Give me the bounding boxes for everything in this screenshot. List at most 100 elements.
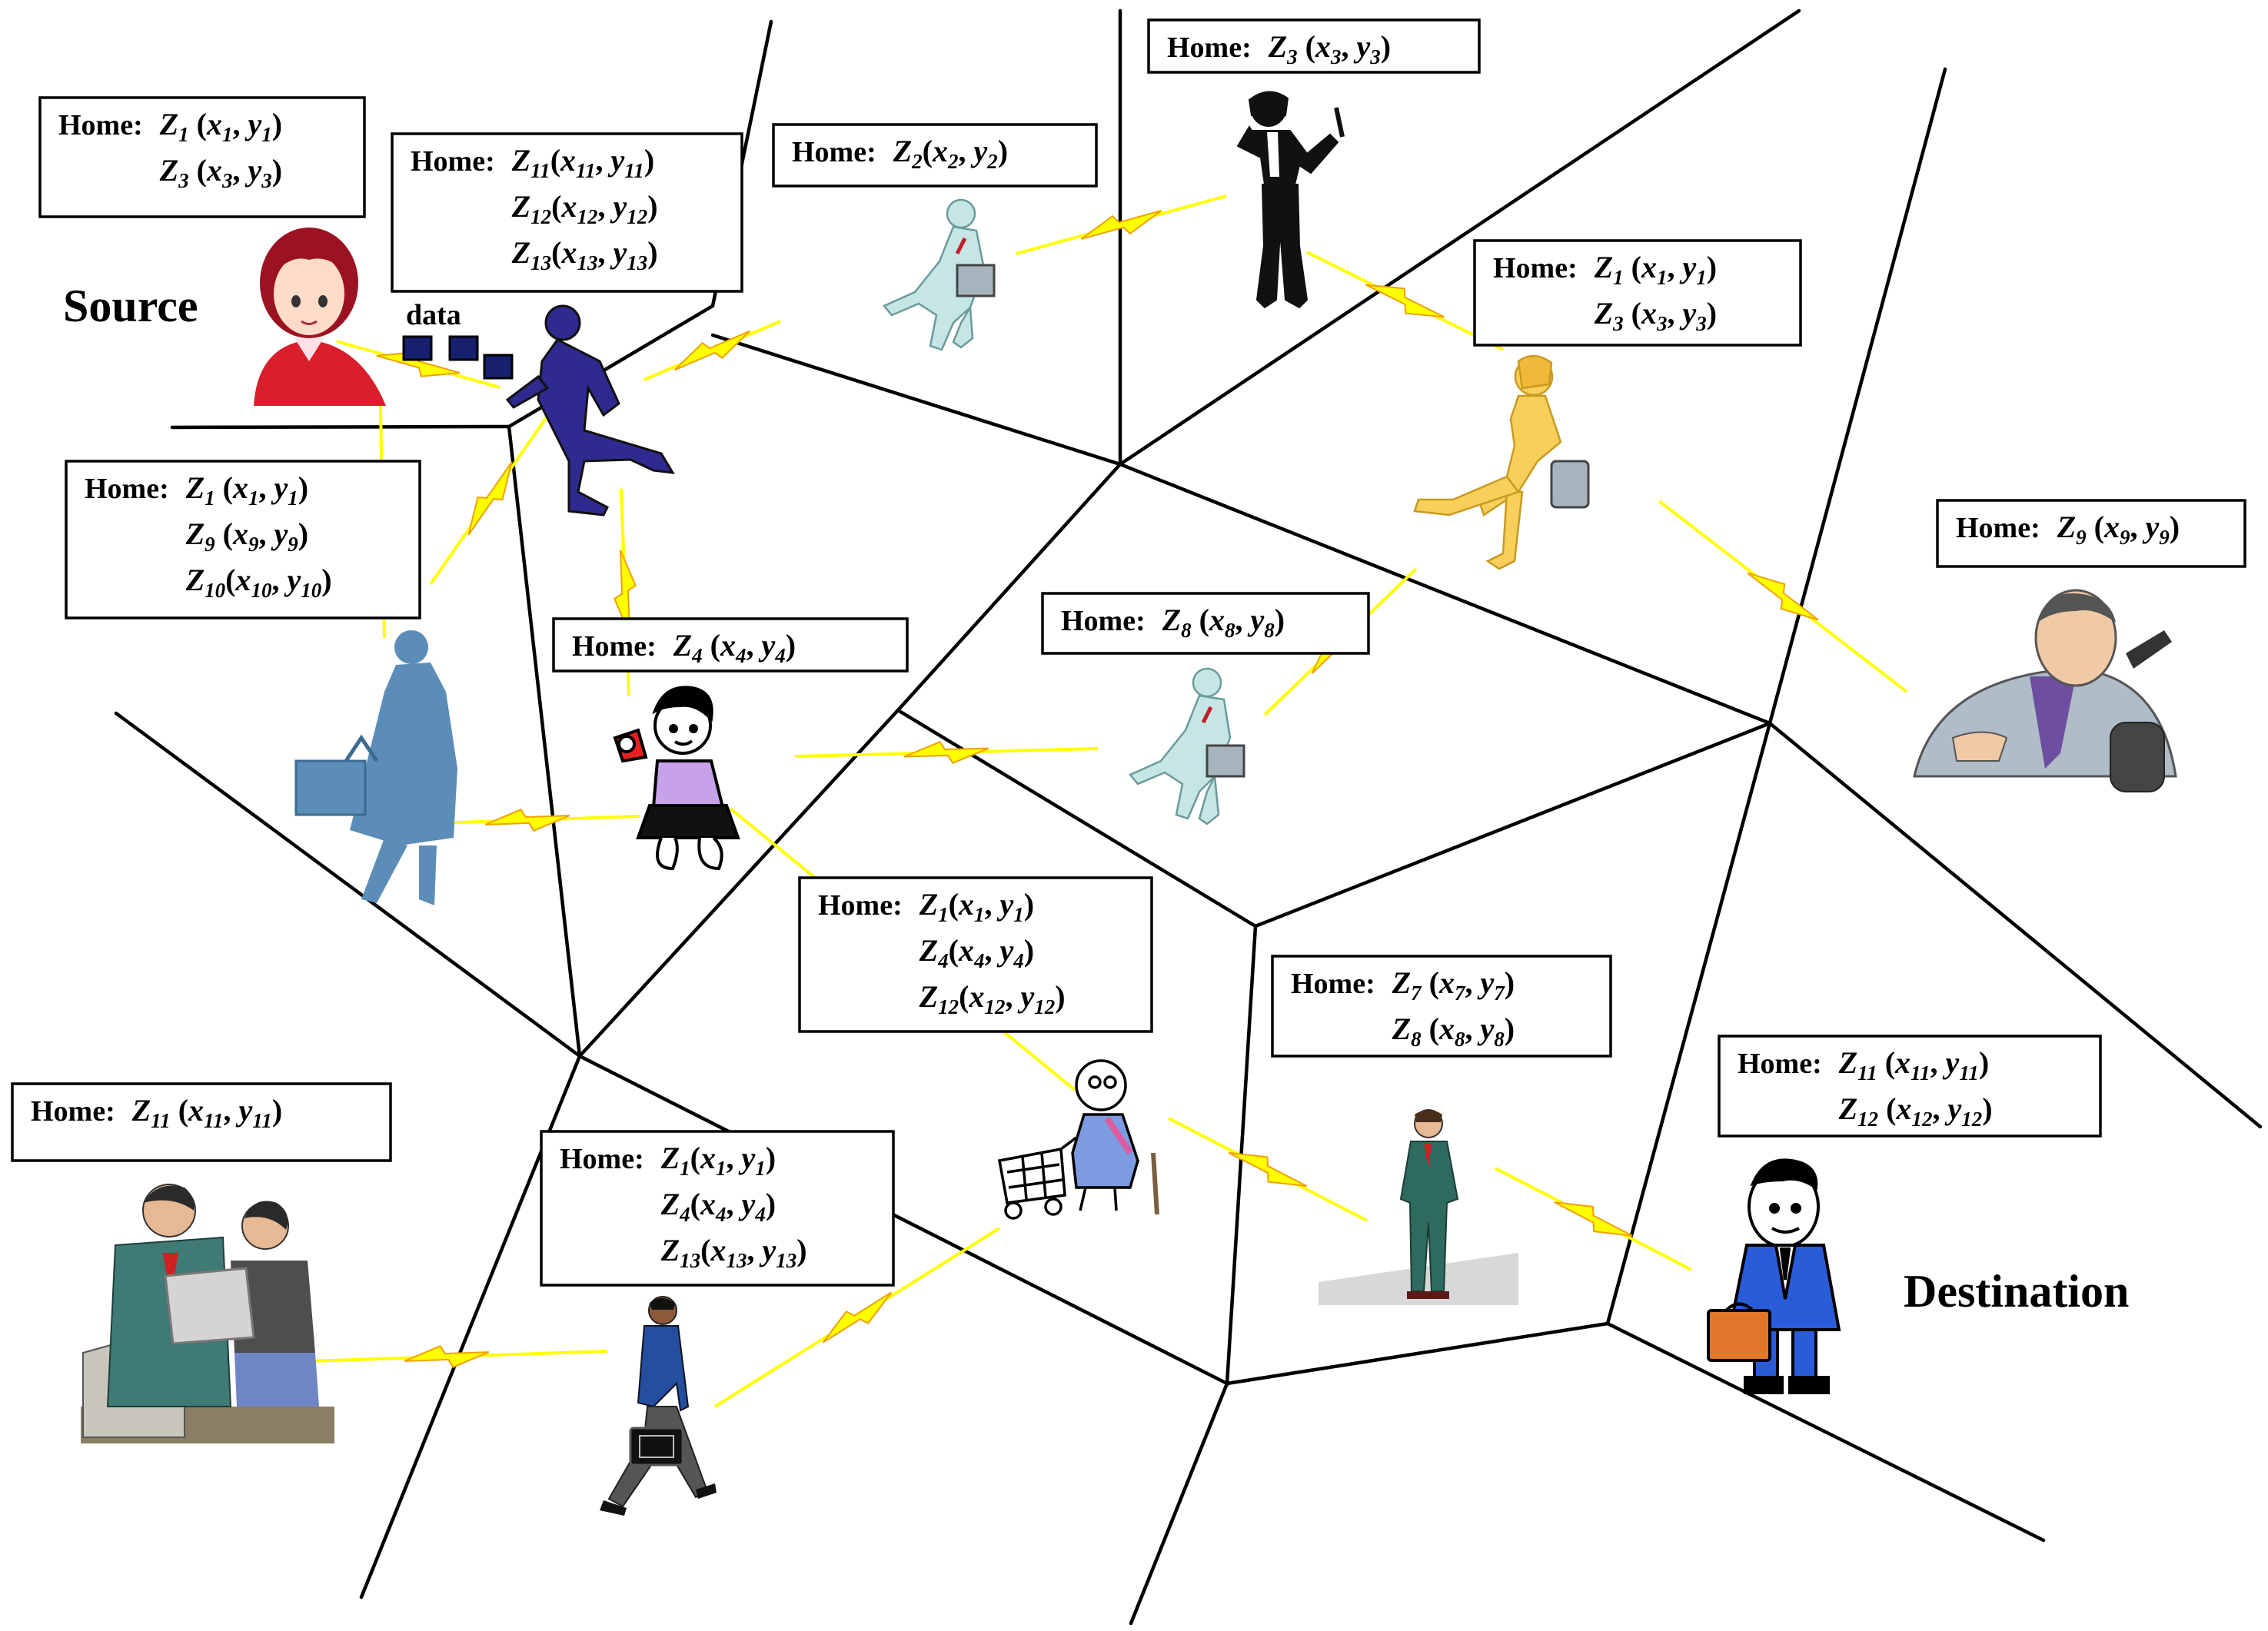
wireless-link — [1168, 1117, 1368, 1222]
home-label: Home: — [792, 136, 876, 168]
home-box: Home: Z3 (x3, y3) — [1147, 18, 1481, 74]
home-box: Home: Z1 (x1, y1) Z3 (x3, y3) — [38, 96, 366, 218]
lightning-bolt-icon — [484, 809, 570, 832]
home-box: Home:Z1(x1, y1)Z4(x4, y4)Z12(x12, y12) — [798, 876, 1153, 1033]
businessman-telephone-icon — [1913, 589, 2177, 792]
home-box-frame — [1271, 955, 1612, 1058]
lightning-bolt-icon — [903, 740, 989, 765]
home-box-frame — [1473, 239, 1802, 347]
home-box-frame — [1147, 18, 1481, 74]
home-coordinate: Z13(x13, y13) — [511, 235, 658, 274]
zone-boundary — [1118, 8, 1801, 467]
running-man-silhouette-icon — [505, 304, 675, 517]
home-box: Home: Z11 (x11, y11) Z12 (x12, y12) — [1718, 1035, 2102, 1138]
running-woman-briefcase-icon — [1413, 354, 1590, 570]
home-box-frame — [65, 460, 421, 620]
zone-boundary — [895, 462, 1772, 928]
home-label: Home: — [411, 145, 495, 178]
home-coordinate: Z4 (x4, y4) — [673, 628, 796, 667]
lightning-bolt-icon — [467, 461, 513, 536]
home-coordinate: Z9 (x9, y9) — [2057, 510, 2180, 549]
home-box: Home:Z11 (x11, y11) — [11, 1082, 392, 1162]
home-label: Home: — [1167, 32, 1252, 64]
wireless-link — [1495, 1167, 1692, 1271]
home-coordinate: Z9 (x9, y9) — [185, 517, 308, 556]
lightning-bolt-icon — [1747, 572, 1819, 621]
home-coordinate: Z1 (x1, y1) — [1594, 250, 1717, 289]
home-label: Home: — [1291, 968, 1375, 1000]
zone-boundary — [710, 8, 1122, 467]
home-coordinate: Z3 (x3, y3) — [159, 153, 282, 192]
lightning-bolt-icon — [404, 1345, 490, 1368]
cartoon-woman-hairdryer-icon — [613, 686, 740, 871]
old-woman-cart-icon — [997, 1059, 1159, 1220]
home-box-frame — [1041, 592, 1370, 655]
home-coordinate: Z1 (x1, y1) — [159, 107, 282, 146]
wireless-link — [713, 1227, 1001, 1408]
blue-square-icon — [483, 354, 514, 380]
walking-businessman-briefcase-icon — [600, 1296, 717, 1516]
zone-boundaries — [114, 8, 2263, 1626]
home-box-frame — [38, 96, 366, 218]
home-box-frame — [391, 132, 743, 293]
wireless-link — [1016, 194, 1227, 255]
blue-square-icon — [402, 335, 433, 361]
woman-coat-briefcase-icon — [294, 630, 457, 905]
home-box: Home: Z2(x2, y2) — [772, 123, 1098, 188]
home-label: Home: — [85, 473, 169, 505]
home-box: Home: Z1(x1, y1) Z4(x4, y4) Z13(x13, y13) — [540, 1130, 895, 1287]
home-label: Home: — [58, 109, 143, 141]
home-label: Home: — [818, 889, 903, 922]
home-box: Home:Z1 (x1, y1)Z9 (x9, y9)Z10(x10, y10) — [65, 460, 421, 620]
wireless-link — [643, 320, 781, 381]
running-man-briefcase-icon — [1128, 667, 1245, 825]
wireless-link — [429, 411, 551, 586]
destination-label: Destination — [1904, 1266, 2129, 1317]
mobile-nodes — [81, 91, 2177, 1516]
home-box-frame — [798, 876, 1153, 1033]
home-label: Home: — [1738, 1048, 1822, 1080]
home-label: Home: — [1493, 252, 1578, 284]
zone-boundary — [1605, 1321, 2046, 1543]
data-packet-icons — [402, 335, 514, 380]
girl-avatar-icon — [254, 228, 386, 406]
data-label: data — [406, 299, 461, 331]
woman-phone-silhouette-icon — [1236, 91, 1345, 309]
home-box: Home: Z4 (x4, y4) — [552, 617, 909, 673]
home-coordinate: Z11(x11, y11) — [511, 143, 654, 182]
home-label: Home: — [31, 1095, 115, 1128]
home-coordinate: Z8 (x8, y8) — [1392, 1011, 1515, 1051]
home-label: Home: — [560, 1143, 644, 1175]
home-box: Home:Z11(x11, y11)Z12(x12, y12)Z13(x13, … — [391, 132, 743, 293]
home-coordinate: Z2(x2, y2) — [893, 134, 1008, 173]
home-coordinate: Z1(x1, y1) — [660, 1141, 776, 1180]
cartoon-businessman-briefcase-icon — [1707, 1158, 1841, 1394]
home-coordinate: Z13(x13, y13) — [660, 1233, 807, 1272]
home-coordinate: Z7 (x7, y7) — [1392, 965, 1515, 1005]
home-coordinate: Z12 (x12, y12) — [1838, 1091, 1993, 1131]
home-box-frame — [1936, 499, 2246, 568]
lightning-bolt-icon — [1365, 284, 1445, 318]
home-coordinate: Z3 (x3, y3) — [1268, 29, 1391, 68]
lightning-bolt-icon — [1080, 210, 1162, 240]
home-box: Home:Z8 (x8, y8) — [1041, 592, 1370, 655]
people-computer-icon — [81, 1184, 334, 1443]
home-coordinate: Z4(x4, y4) — [919, 933, 1034, 972]
lightning-bolt-icon — [1554, 1201, 1633, 1237]
home-label: Home: — [1061, 605, 1146, 637]
home-coordinate: Z3 (x3, y3) — [1594, 296, 1717, 335]
home-label: Home: — [572, 630, 657, 663]
home-coordinate: Z4(x4, y4) — [660, 1187, 776, 1226]
zone-boundary — [1129, 1381, 1229, 1626]
wireless-link — [1658, 500, 1908, 693]
running-man-briefcase-icon — [882, 198, 996, 351]
source-label: Source — [63, 281, 198, 331]
home-coordinate: Z12(x12, y12) — [919, 979, 1066, 1018]
lightning-bolt-icon — [822, 1291, 893, 1344]
wireless-link — [1306, 251, 1504, 351]
home-box-frame — [552, 617, 909, 673]
lightning-bolt-icon — [1228, 1151, 1308, 1188]
home-coordinate: Z11 (x11, y11) — [1838, 1045, 1989, 1085]
